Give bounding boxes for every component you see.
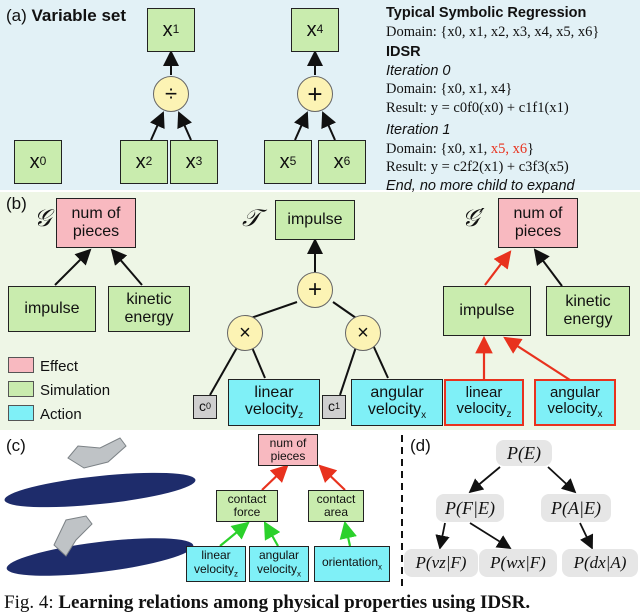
iteration-1-new-variables: x5, x6 — [490, 140, 528, 157]
caption-title: Learning relations among physical proper… — [58, 592, 531, 613]
panel-c-label: (c) — [6, 436, 26, 455]
idsr-heading: IDSR — [386, 44, 421, 60]
end-note: End, no more child to expand — [386, 177, 575, 194]
panel-d-label: (d) — [410, 436, 431, 455]
t-plus-operator: + — [297, 272, 333, 308]
graph-g-symbol: 𝒢 — [34, 204, 52, 232]
panel-b-label: (b) — [6, 194, 27, 213]
g-num-pieces-node: num of pieces — [56, 198, 136, 248]
legend-simulation: Simulation — [8, 379, 110, 403]
c-orientation-node: orientationx — [314, 546, 390, 582]
t-times-operator-left: × — [227, 315, 263, 351]
g-kinetic-energy-node: kinetic energy — [108, 286, 190, 332]
gprime-kinetic-energy-node: kinetic energy — [546, 286, 630, 336]
graph-t-symbol: 𝒯 — [242, 204, 261, 232]
t-impulse-node: impulse — [275, 200, 355, 240]
iteration-1-domain: Domain: {x0, x1, x5, x6} — [386, 140, 535, 157]
variable-set-title: Variable set — [31, 6, 127, 25]
gprime-num-pieces-node: num of pieces — [498, 198, 578, 248]
iteration-0-title: Iteration 0 — [386, 62, 451, 79]
legend-action-swatch — [8, 405, 34, 421]
plus-operator: + — [297, 76, 333, 112]
iteration-1-title: Iteration 1 — [386, 122, 451, 138]
idsr-description: Typical Symbolic Regression Domain: {x0,… — [386, 4, 638, 195]
typical-sr-domain: Domain: {x0, x1, x2, x3, x4, x5, x6} — [386, 23, 600, 40]
graph-gprime-symbol: 𝒢′ — [462, 204, 485, 232]
divide-operator: ÷ — [153, 76, 189, 112]
iteration-0-result: Result: y = c0f0(x0) + c1f1(x1) — [386, 99, 569, 116]
node-p-vz-given-f: P(vz|F) — [404, 549, 478, 577]
caption-prefix: Fig. 4: — [4, 592, 59, 613]
legend-action: Action — [8, 403, 110, 427]
node-p-f-given-e: P(F|E) — [436, 494, 504, 522]
legend-simulation-swatch — [8, 381, 34, 397]
legend-effect: Effect — [8, 355, 110, 379]
gprime-impulse-node: impulse — [443, 286, 531, 336]
t-angular-velocity-node: angular velocityx — [351, 379, 443, 426]
t-times-operator-right: × — [345, 315, 381, 351]
iteration-1-result: Result: y = c2f2(x1) + c3f3(x5) — [386, 159, 569, 175]
c-contact-area-node: contact area — [308, 490, 364, 522]
node-p-wx-given-f: P(wx|F) — [479, 549, 557, 577]
c-num-pieces-node: num of pieces — [258, 434, 318, 466]
c-angular-velocity-node: angular velocityx — [249, 546, 309, 582]
node-p-e: P(E) — [496, 440, 552, 466]
gprime-angular-velocity-node: angular velocityx — [534, 379, 616, 426]
legend-effect-swatch — [8, 357, 34, 373]
node-p-dx-given-a: P(dx|A) — [562, 549, 638, 577]
typical-sr-heading: Typical Symbolic Regression — [386, 5, 587, 21]
gprime-linear-velocity-node: linear velocityz — [444, 379, 524, 426]
panel-a-label: (a) — [6, 6, 27, 25]
c-contact-force-node: contact force — [216, 490, 278, 522]
legend: Effect Simulation Action — [8, 355, 110, 427]
t-linear-velocity-node: linear velocityz — [228, 379, 320, 426]
g-impulse-node: impulse — [8, 286, 96, 332]
figure-caption: Fig. 4: Learning relations among physica… — [4, 592, 640, 614]
c-linear-velocity-node: linear velocityz — [186, 546, 246, 582]
iteration-0-domain: Domain: {x0, x1, x4} — [386, 81, 513, 97]
node-p-a-given-e: P(A|E) — [541, 494, 611, 522]
